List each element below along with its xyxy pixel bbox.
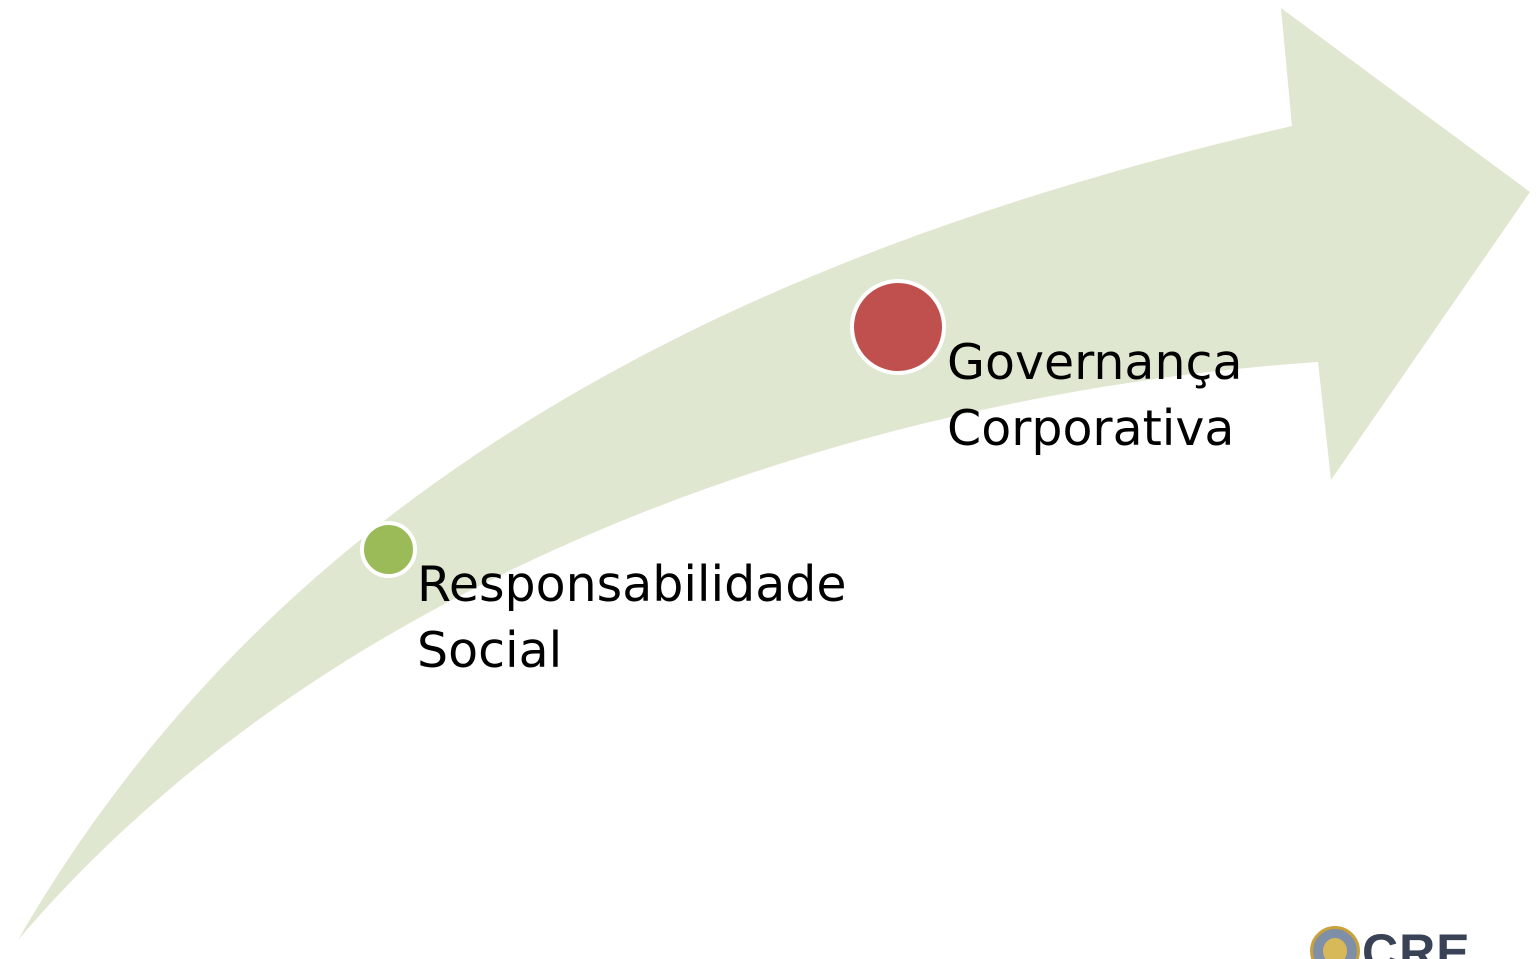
seal-icon-center <box>1323 938 1347 959</box>
logo-text: CRE <box>1362 926 1471 959</box>
logo: CRE <box>1310 926 1537 959</box>
milestone-label-governance: Governança Corporativa <box>947 330 1242 462</box>
milestone-label-governance-line1: Governança <box>947 334 1243 391</box>
milestone-label-social-line2: Social <box>417 622 563 679</box>
milestone-dot-governance <box>850 279 946 375</box>
milestone-label-social: Responsabilidade Social <box>417 552 847 684</box>
milestone-label-social-line1: Responsabilidade <box>417 556 847 613</box>
milestone-dot-social <box>360 521 417 578</box>
curved-arrow-shape <box>18 8 1530 940</box>
seal-icon <box>1310 926 1360 959</box>
milestone-label-governance-line2: Corporativa <box>947 400 1235 457</box>
